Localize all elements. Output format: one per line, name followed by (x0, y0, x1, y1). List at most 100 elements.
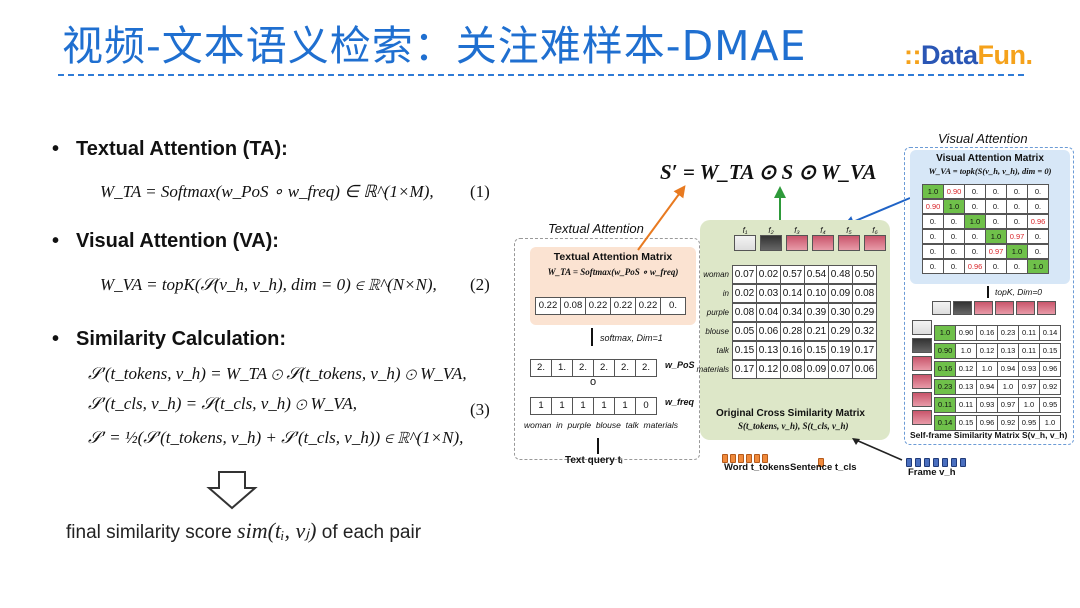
sf-cell: 0.96 (1039, 361, 1061, 377)
va-cell: 0. (943, 259, 965, 274)
matrix-cell: 1. (551, 359, 573, 377)
sf-cell: 0.15 (1039, 343, 1061, 359)
ocs-cell: 0.06 (852, 360, 877, 379)
ocs-row-word: blouse (705, 327, 729, 336)
softmax-arrow (591, 328, 593, 346)
va-cell: 0. (943, 229, 965, 244)
ta-equation: W_TA = Softmax(w_PoS ∘ w_freq) ∈ ℝ^(1×M)… (100, 182, 434, 201)
ocs-cell: 0.02 (756, 265, 781, 284)
ocs-cell: 0.30 (828, 303, 853, 322)
sf-cell: 0.16 (976, 325, 998, 341)
matrix-cell: 1 (572, 397, 594, 415)
va-heading: Visual Attention (VA): (52, 230, 279, 253)
ocs-row-word: talk (716, 346, 729, 355)
ocs-cell: 0.08 (780, 360, 805, 379)
va-cell: 0. (1027, 229, 1049, 244)
va-equation: W_VA = topK(𝒮(v_h, v_h), dim = 0) ∈ ℝ^(N… (100, 275, 437, 294)
frame-column: f₅ (836, 226, 862, 255)
va-eq-number: (2) (470, 275, 490, 294)
page-title: 视频-文本语义检索：关注难样本-DMAE (62, 22, 807, 70)
video-frame-thumbnail (812, 235, 834, 251)
matrix-cell: 0.22 (535, 297, 561, 315)
ocs-cell: 0.32 (852, 322, 877, 341)
combined-formula: S′ = W_TA ⊙ S ⊙ W_VA (660, 160, 877, 184)
sf-frame-header (932, 300, 1058, 319)
ocs-cell: 0.14 (780, 284, 805, 303)
connector-arrows (637, 185, 911, 251)
sf-title: Self-frame Similarity Matrix S(v_h, v_h) (910, 430, 1068, 440)
video-frame-thumbnail (953, 301, 972, 315)
video-frame-thumbnail (974, 301, 993, 315)
matrix-cell: 1 (530, 397, 552, 415)
ta-eq-number: (1) (470, 182, 490, 201)
sim-heading: Similarity Calculation: (52, 328, 286, 351)
matrix-cell: 1 (614, 397, 636, 415)
va-cell: 0. (922, 214, 944, 229)
ocs-cell: 0.17 (732, 360, 757, 379)
word-label: Word t_tokens (724, 462, 790, 473)
ta-heading: Textual Attention (TA): (52, 138, 288, 161)
frame-label-3: f₄ (820, 226, 826, 235)
sf-cell: 0.94 (997, 361, 1019, 377)
va-cell: 0. (1027, 199, 1049, 214)
va-matrix-formula: W_VA = topk(S(v_h, v_h), dim = 0) (928, 166, 1052, 176)
video-frame-thumbnail (734, 235, 756, 251)
frame-label-1: f₂ (768, 226, 774, 235)
query-arrow (597, 438, 599, 454)
va-cell: 0. (1027, 184, 1049, 199)
sim-equation-1: 𝒮′(t_tokens, v_h) = W_TA ⊙ 𝒮(t_tokens, v… (88, 364, 467, 383)
pos-label: w_PoS (665, 360, 695, 370)
sf-cell: 0.12 (976, 343, 998, 359)
va-cell: 0.96 (964, 259, 986, 274)
video-frame-thumbnail (760, 235, 782, 251)
sf-cell: 0.23 (934, 379, 956, 395)
va-cell: 1.0 (922, 184, 944, 199)
sim-equation-3: 𝒮′ = ½(𝒮′(t_tokens, v_h) + 𝒮′(t_cls, v_h… (88, 428, 464, 447)
video-frame-thumbnail (912, 356, 932, 371)
sim-equation-2: 𝒮′(t_cls, v_h) = 𝒮(t_cls, v_h) ⊙ W_VA, (88, 394, 357, 413)
frame-label-2: f₃ (794, 226, 800, 235)
ocs-cell: 0.29 (852, 303, 877, 322)
video-frame-thumbnail (838, 235, 860, 251)
frame-label-5: f₆ (872, 226, 878, 235)
video-frame-thumbnail (912, 392, 932, 407)
sf-cell: 1.0 (1018, 397, 1040, 413)
sf-cell: 0.14 (934, 415, 956, 431)
video-frame-thumbnail (912, 374, 932, 389)
matrix-cell: 0.22 (585, 297, 611, 315)
query-words: woman in purple blouse talk materials (524, 420, 679, 430)
sf-cell: 0.96 (976, 415, 998, 431)
matrix-cell: 2. (530, 359, 552, 377)
text-query-label: Text query tᵢ (565, 455, 623, 466)
video-frame-thumbnail (1037, 301, 1056, 315)
sf-cell: 0.92 (997, 415, 1019, 431)
matrix-cell: 1 (593, 397, 615, 415)
frame-arrow (852, 438, 903, 461)
va-cell: 0. (1006, 259, 1028, 274)
sf-cell: 0.13 (955, 379, 977, 395)
textual-attention-region (514, 238, 700, 460)
title-divider (58, 74, 1024, 76)
matrix-cell: 2. (572, 359, 594, 377)
datafun-logo: ::DataFun. (904, 40, 1033, 70)
sf-cell: 0.14 (1039, 325, 1061, 341)
ta-matrix-formula: W_TA = Softmax(w_PoS ∘ w_freq) (547, 267, 679, 277)
freq-label: w_freq (665, 397, 695, 407)
video-frame-thumbnail (1016, 301, 1035, 315)
matrix-cell: 1 (551, 397, 573, 415)
final-score-text: final similarity score sim(tᵢ, vⱼ) of ea… (66, 518, 422, 543)
sentence-label: Sentence t_cls (790, 462, 857, 473)
